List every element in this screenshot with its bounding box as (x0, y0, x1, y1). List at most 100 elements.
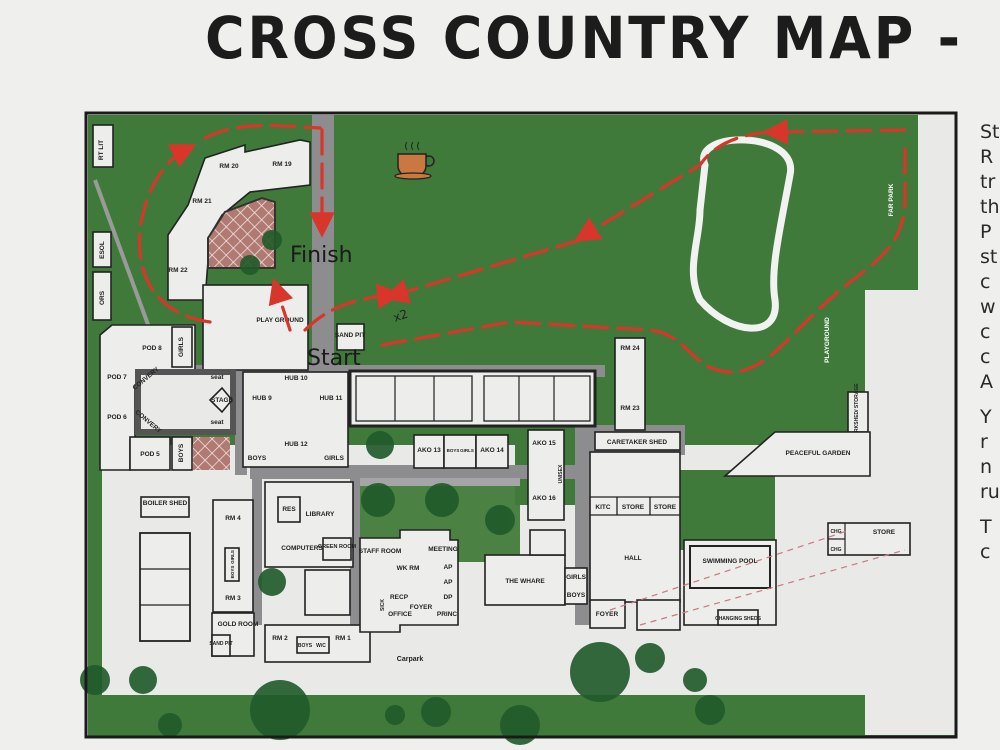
label-unisex: UNISEX (558, 464, 564, 483)
building-stage (208, 386, 234, 414)
side-text-line: n (980, 456, 993, 478)
label-ako15: AKO 15 (532, 440, 556, 447)
side-text-line: c (980, 541, 991, 563)
label-rm2: RM 2 (272, 635, 288, 642)
building-hall-annex (636, 599, 681, 631)
side-text: St R tr th P st c w c c A Y r n ru T c (980, 120, 1000, 565)
side-text-line: c (980, 321, 991, 343)
label-boiler-shed: BOILER SHED (143, 500, 188, 507)
side-text-line: w (980, 296, 996, 318)
page-title: CROSS COUNTRY MAP - (205, 4, 963, 72)
label-ap-2: AP (443, 579, 453, 586)
route-segment (203, 123, 322, 140)
label-hub12: HUB 12 (284, 441, 308, 448)
label-pod5: POD 5 (140, 451, 160, 458)
label-store-2: STORE (654, 504, 677, 511)
label-playground: PLAY GROUND (256, 317, 304, 324)
side-text-line: st (980, 246, 998, 268)
label-boys-2: BOYS (248, 455, 267, 462)
building-rm23-24 (614, 337, 646, 431)
side-text-line: th (980, 196, 1000, 218)
label-res: RES (282, 506, 296, 513)
label-gold-room: GOLD ROOM (218, 621, 259, 628)
label-hub10: HUB 10 (284, 375, 308, 382)
pool-outline (689, 545, 771, 589)
label-sand-pit-2: SAND PIT (209, 641, 232, 647)
building-the-whare (484, 554, 566, 606)
route-segment (574, 130, 772, 242)
building-hubs (242, 371, 349, 468)
building-changing-sheds (717, 609, 759, 626)
building-rm19-22 (167, 139, 311, 301)
route-segment (137, 144, 212, 324)
label-hall: HALL (624, 555, 641, 562)
side-text-line: R (980, 146, 994, 168)
label-the-whare: THE WHARE (505, 578, 545, 585)
label-wc: W/C (316, 643, 326, 649)
label-boys-5: BOYS (230, 566, 235, 579)
coffee-cup-icon (394, 141, 435, 180)
room-green-room (322, 537, 352, 561)
hall-dividers (590, 496, 680, 516)
footpath (93, 179, 152, 331)
label-rm22: RM 22 (168, 267, 188, 274)
label-ors: ORS (99, 290, 106, 305)
building-toilets-rm3 (224, 547, 240, 582)
label-kitc: KITC (595, 504, 610, 511)
label-princ: PRINC (437, 611, 458, 618)
side-text-line: St (980, 121, 1000, 143)
label-pod7: POD 7 (107, 374, 127, 381)
room-res (277, 496, 301, 523)
label-rm20: RM 20 (219, 163, 239, 170)
building-boys-1 (171, 436, 193, 471)
label-green-room: GREEN ROOM (318, 544, 357, 550)
building-girls-1 (171, 326, 193, 368)
label-peaceful-garden: PEACEFUL GARDEN (786, 450, 851, 457)
map-frame (84, 111, 958, 739)
route-segment (268, 277, 294, 332)
running-track-loop (689, 136, 794, 332)
route-segment (380, 138, 907, 374)
building-ako15-16 (527, 429, 565, 521)
brick-courtyard (207, 196, 276, 269)
cross-country-route (137, 119, 907, 374)
label-rt-lit: RT LIT (98, 140, 105, 160)
building-boiler-shed (140, 496, 190, 518)
building-library-annex (304, 569, 351, 616)
label-carpark: Carpark (397, 656, 424, 663)
label-ako14: AKO 14 (480, 447, 504, 454)
label-library: LIBRARY (306, 511, 335, 518)
far-park-paved-area (865, 290, 955, 735)
label-workshed: WORKSHED/ STORAGE (854, 383, 860, 441)
building-playground (202, 284, 309, 371)
building-pod5 (129, 436, 171, 471)
label-office: OFFICE (388, 611, 412, 618)
courts (348, 369, 597, 428)
label-rm21: RM 21 (192, 198, 212, 205)
label-playground-2: PLAYGROUND (824, 317, 831, 363)
label-girls-4: GIRLS (566, 574, 587, 581)
building-hall (589, 451, 681, 603)
label-girls-2: GIRLS (324, 455, 345, 462)
building-ako13 (413, 434, 445, 469)
side-text-line: r (980, 431, 988, 453)
finish-label: Finish (290, 243, 353, 268)
laps-note: x2 (391, 307, 410, 325)
label-hub9: HUB 9 (252, 395, 272, 402)
building-foyer-hall (589, 599, 626, 629)
side-text-line: c (980, 346, 991, 368)
building-rt-lit (92, 124, 114, 168)
label-boys-1: BOYS (178, 443, 185, 462)
label-changing-sheds: CHANGING SHEDS (715, 616, 762, 622)
label-rm3: RM 3 (225, 595, 241, 602)
building-caretaker-shed (594, 431, 681, 451)
label-hub11: HUB 11 (320, 395, 343, 402)
label-rm19: RM 19 (272, 161, 292, 168)
side-text-line: ru (980, 481, 1000, 503)
label-dp: DP (443, 594, 453, 601)
side-text-line: T (980, 516, 992, 538)
label-girls-5: GIRLS (230, 550, 235, 564)
building-sand-pit-2 (211, 634, 231, 657)
side-text-line: A (980, 371, 993, 393)
label-boys-4: BOYS (567, 592, 586, 599)
